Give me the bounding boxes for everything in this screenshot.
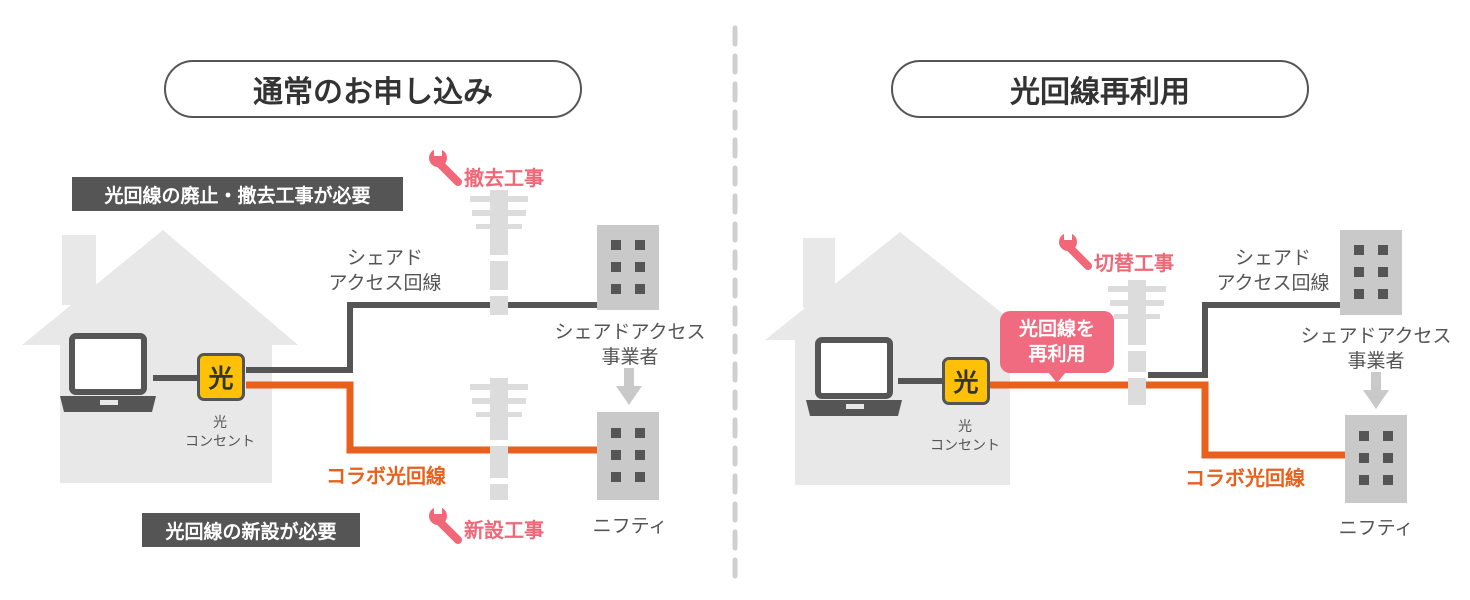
shared-line-label-right: シェアド アクセス回線 xyxy=(1188,246,1358,296)
shared-provider-line1: シェアドアクセス xyxy=(554,321,706,343)
building-icon-left-shared xyxy=(597,225,659,310)
utility-pole-icon-left-top xyxy=(470,190,528,315)
work-new-label: 新設工事 xyxy=(464,518,544,542)
shared-provider-line2: 事業者 xyxy=(601,346,659,368)
laptop-icon-right xyxy=(806,337,902,416)
house-icon-left xyxy=(22,230,298,483)
utility-pole-icon-right xyxy=(1108,280,1166,405)
shared-provider-left: シェアドアクセス 事業者 xyxy=(540,320,720,370)
wrench-icon-removal xyxy=(429,146,462,186)
right-title: 光回線再利用 xyxy=(891,60,1309,118)
building-icon-left-nifty xyxy=(597,412,659,500)
label-new-required: 光回線の新設が必要 xyxy=(142,513,360,547)
outlet-caption-line1-right: 光 xyxy=(958,419,972,435)
shared-provider-right: シェアドアクセス 事業者 xyxy=(1286,324,1466,374)
building-icon-right-nifty xyxy=(1345,415,1407,503)
outlet-caption-left: 光 コンセント xyxy=(170,414,270,452)
shared-line-label-left: シェアド アクセス回線 xyxy=(300,246,470,296)
shared-line-label-right-line1: シェアド xyxy=(1234,247,1311,269)
nifty-label-left: ニフティ xyxy=(592,515,668,537)
reuse-bubble-line1: 光回線を xyxy=(1018,318,1095,340)
shared-line-label-line1: シェアド xyxy=(346,247,423,269)
shared-line-label-right-line2: アクセス回線 xyxy=(1216,272,1330,294)
laptop-icon-left xyxy=(60,333,156,412)
outlet-caption-line2-right: コンセント xyxy=(930,438,1000,454)
building-icon-right-shared xyxy=(1340,230,1402,315)
shared-access-line-right xyxy=(1145,302,1345,378)
left-title: 通常のお申し込み xyxy=(164,60,582,118)
outlet-caption-line2: コンセント xyxy=(185,434,255,450)
shared-provider-right-line2: 事業者 xyxy=(1347,350,1405,372)
arrow-down-icon-right xyxy=(1363,372,1389,409)
optical-outlet-icon-right: 光 xyxy=(942,357,990,405)
shared-provider-right-line1: シェアドアクセス xyxy=(1300,325,1452,347)
wrench-icon-switch xyxy=(1059,230,1092,270)
utility-pole-icon-left-bottom xyxy=(470,378,528,500)
house-icon-right xyxy=(765,232,1036,485)
collab-line-label-left: コラボ光回線 xyxy=(326,464,446,488)
switch-work-label: 切替工事 xyxy=(1094,251,1174,275)
arrow-down-icon-left xyxy=(616,368,642,405)
collab-line-right xyxy=(990,381,1345,459)
collab-line-label-right: コラボ光回線 xyxy=(1185,466,1305,490)
reuse-bubble-line2: 再利用 xyxy=(1028,343,1086,365)
outlet-caption-right: 光 コンセント xyxy=(915,418,1015,456)
shared-line-label-line2: アクセス回線 xyxy=(328,272,442,294)
work-removal-label: 撤去工事 xyxy=(464,166,544,190)
collab-line-left xyxy=(246,381,600,454)
nifty-label-right: ニフティ xyxy=(1338,517,1414,539)
reuse-bubble: 光回線を 再利用 xyxy=(1000,311,1114,383)
wrench-icon-new xyxy=(429,504,462,544)
optical-outlet-icon-left: 光 xyxy=(197,353,245,401)
outlet-caption-line1: 光 xyxy=(213,415,227,431)
label-removal-required: 光回線の廃止・撤去工事が必要 xyxy=(72,177,403,211)
shared-access-line-left xyxy=(246,302,600,373)
